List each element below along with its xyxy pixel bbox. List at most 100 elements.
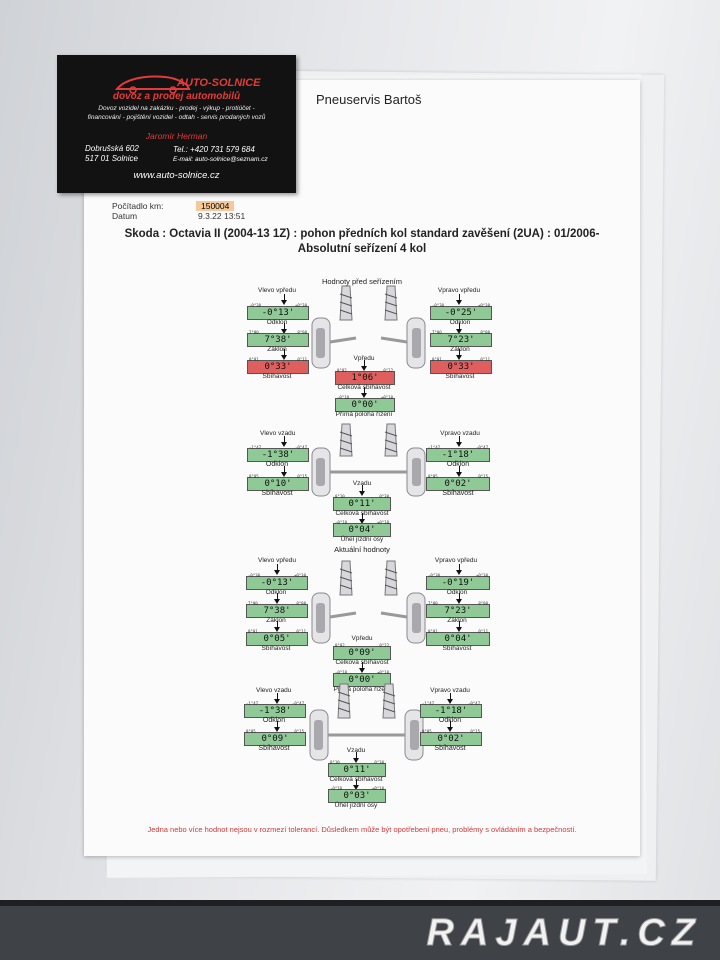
thrust-angle-label: Úhel jízdní osy <box>334 802 378 809</box>
toe-label: Sbíhavost <box>261 490 293 497</box>
rear-suspension-diagram <box>311 423 426 497</box>
down-arrow-icon <box>274 721 280 732</box>
down-arrow-icon <box>353 752 359 763</box>
down-arrow-icon <box>281 294 287 305</box>
right-front-camber-value: -0°30+0°30-0°25' <box>430 303 492 320</box>
down-arrow-icon <box>274 621 280 632</box>
dealer-website: www.auto-solnice.cz <box>133 170 220 181</box>
camber-label: Odklon <box>449 319 471 326</box>
left-front-camber-value: -0°30+0°30-0°13' <box>247 303 309 320</box>
caster-label: Záklon <box>447 617 467 624</box>
down-arrow-icon <box>456 323 462 334</box>
camber-label: Odklon <box>446 589 468 596</box>
toe-label: Sbíhavost <box>262 373 292 380</box>
down-arrow-icon <box>274 693 280 704</box>
down-arrow-icon <box>456 294 462 305</box>
table-edge <box>0 900 720 960</box>
left-rear-label: Vlevo vzadu <box>256 687 292 694</box>
front-suspension-diagram <box>311 285 426 369</box>
caster-label: Záklon <box>267 346 287 353</box>
right-rear-camber-value: -1°47-0°47-1°18' <box>426 445 490 462</box>
down-arrow-icon <box>359 485 365 496</box>
after-front-section: Aktuální hodnoty Vlevo vpředu -0°30+0°30… <box>84 545 640 693</box>
camber-label: Odklon <box>438 717 462 724</box>
vehicle-title: Skoda : Octavia II (2004-13 1Z) : pohon … <box>124 228 600 240</box>
dealer-contact-person: Jaromír Herman <box>145 131 208 141</box>
camber-label: Odklon <box>262 717 286 724</box>
right-rear-camber-value: -1°47-0°47-1°18' <box>420 701 482 718</box>
down-arrow-icon <box>361 360 367 371</box>
steer-straight-label: Přímá poloha řízení <box>333 686 391 693</box>
down-arrow-icon <box>353 779 359 790</box>
odometer-value: 150004 <box>196 201 235 211</box>
alignment-report: Pneuservis Bartoš Počítadlo km: 150004 D… <box>84 80 640 856</box>
toe-label: Sbíhavost <box>434 745 466 752</box>
caster-label: Záklon <box>266 617 286 624</box>
left-front-label: Vlevo vpředu <box>258 287 296 294</box>
front-suspension-diagram <box>311 560 426 644</box>
down-arrow-icon <box>456 466 462 477</box>
odometer-label: Počítadlo km: <box>112 201 164 211</box>
right-rear-label: Vpravo vzadu <box>430 687 470 694</box>
after-heading: Aktuální hodnoty <box>334 545 390 554</box>
camber-label: Odklon <box>266 319 288 326</box>
company-name: Pneuservis Bartoš <box>316 92 422 107</box>
steer-straight-label: Přímá poloha řízení <box>335 411 393 418</box>
down-arrow-icon <box>281 323 287 334</box>
down-arrow-icon <box>447 721 453 732</box>
watermark: RAJAUT.CZ <box>426 912 702 955</box>
date-label: Datum <box>112 211 138 221</box>
rear-label: Vzadu <box>346 747 366 754</box>
camber-label: Odklon <box>265 589 287 596</box>
car-logo-icon <box>115 75 191 94</box>
down-arrow-icon <box>456 621 462 632</box>
down-arrow-icon <box>359 662 365 673</box>
report-subtitle: Absolutní seřízení 4 kol <box>297 243 427 255</box>
caster-label: Záklon <box>450 346 470 353</box>
before-heading: Hodnoty před seřízením <box>321 277 403 286</box>
down-arrow-icon <box>456 593 462 604</box>
front-label: Vpředu <box>353 355 375 362</box>
right-rear-label: Vpravo vzadu <box>440 430 480 437</box>
camber-label: Odklon <box>265 461 289 468</box>
down-arrow-icon <box>361 387 367 398</box>
left-front-label: Vlevo vpředu <box>258 557 296 564</box>
left-front-camber-value: -0°30+0°30-0°13' <box>246 573 308 590</box>
toe-label: Sbíhavost <box>442 645 472 652</box>
dealer-phone: Tel.: +420 731 579 684 <box>173 145 255 154</box>
down-arrow-icon <box>456 436 462 447</box>
front-label: Vpředu <box>351 635 373 642</box>
down-arrow-icon <box>281 349 287 360</box>
toe-label: Sbíhavost <box>261 645 291 652</box>
right-front-label: Vpravo vpředu <box>434 557 478 564</box>
right-front-camber-value: -0°30+0°30-0°19' <box>426 573 490 590</box>
dealer-services: Dovoz vozidel na zakázku - prodej - výku… <box>87 105 266 121</box>
left-rear-label: Vlevo vzadu <box>260 430 296 437</box>
toe-label: Sbíhavost <box>258 745 290 752</box>
camber-label: Odklon <box>446 461 470 468</box>
before-front-section: Hodnoty před seřízením Vlevo vpředu -0°3… <box>84 275 640 418</box>
right-front-label: Vpravo vpředu <box>437 287 481 294</box>
down-arrow-icon <box>359 513 365 524</box>
after-rear-section: Vlevo vzadu -1°47-0°47-1°38' Odklon 0°05… <box>84 683 640 825</box>
dealer-business-card: AUTO-SOLNICE dovoz a prodej automobilů D… <box>57 55 296 193</box>
date-value: 9.3.22 13:51 <box>198 211 246 221</box>
left-rear-camber-value: -1°47-0°47-1°38' <box>247 445 309 462</box>
down-arrow-icon <box>281 436 287 447</box>
